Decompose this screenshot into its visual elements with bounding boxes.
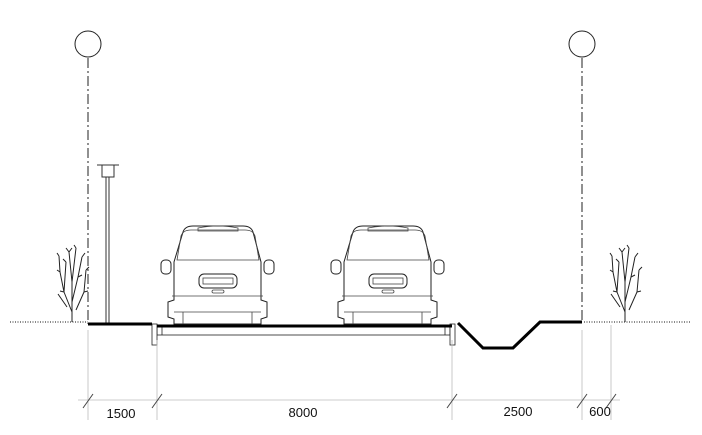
car-left	[160, 225, 275, 325]
ditch-profile	[456, 320, 582, 350]
dimension-lines	[78, 325, 620, 420]
sign-post	[97, 164, 119, 324]
dimension-ditch: 2500	[504, 404, 533, 419]
street-lamp-right	[568, 30, 596, 322]
curb-left	[151, 323, 158, 346]
curb-right	[449, 323, 456, 346]
dimension-sidewalk: 1500	[107, 406, 136, 421]
street-lamp-left	[74, 30, 102, 324]
dimension-carriageway: 8000	[289, 405, 318, 420]
dimension-ticks	[82, 393, 617, 409]
dimension-verge: 600	[589, 404, 611, 419]
bush-right	[609, 244, 643, 323]
car-right	[330, 225, 445, 325]
bush-left	[56, 244, 90, 323]
